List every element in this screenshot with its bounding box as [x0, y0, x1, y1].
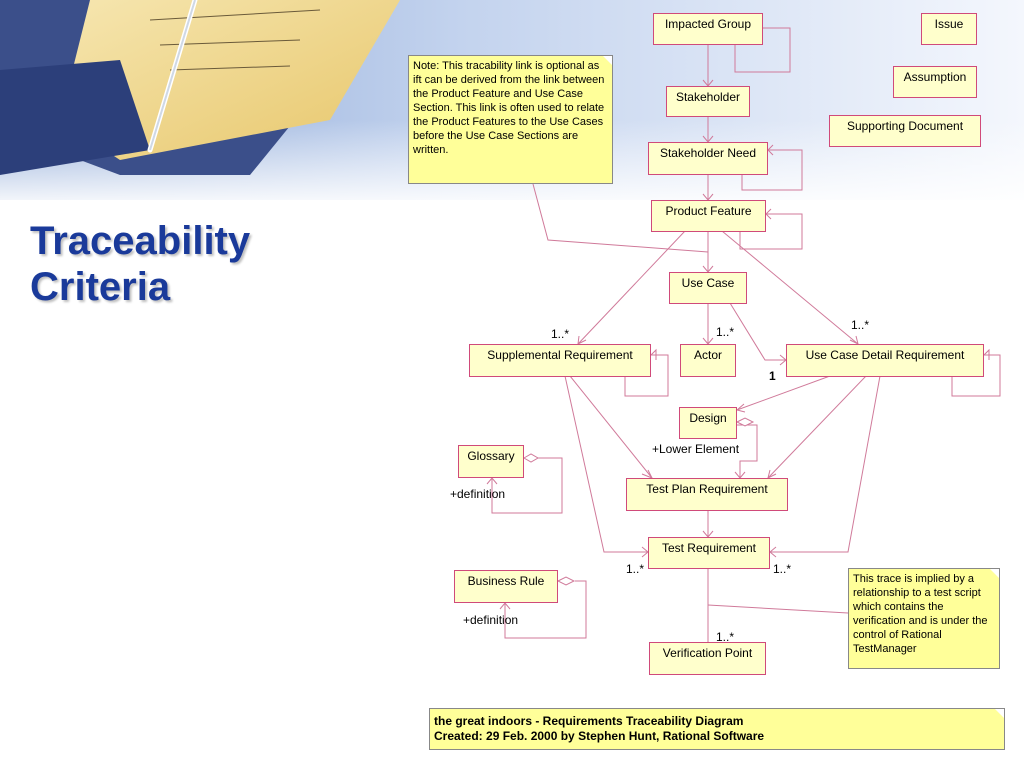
test-requirement-class: Test Requirement: [648, 537, 770, 569]
book-photo: [0, 0, 400, 175]
slide-title: Traceability Criteria: [30, 218, 250, 310]
multiplicity-test-left: 1..*: [626, 562, 645, 576]
multiplicity-ucdetail: 1..*: [851, 318, 870, 332]
business-rule-definition-label: +definition: [463, 613, 519, 627]
caption-line-2: Created: 29 Feb. 2000 by Stephen Hunt, R…: [434, 729, 765, 743]
design-class: Design: [679, 407, 737, 439]
diagram-caption: the great indoors - Requirements Traceab…: [429, 708, 1005, 750]
assumption-class: Assumption: [893, 66, 977, 98]
link-note: Note: This tracability link is optional …: [408, 55, 613, 184]
glossary-definition-label: +definition: [450, 487, 506, 501]
business-rule-class: Business Rule: [454, 570, 558, 603]
verification-point-class: Verification Point: [649, 642, 766, 675]
slide-title-line-2: Criteria: [30, 265, 171, 309]
lower-element-label: +Lower Element: [652, 442, 740, 456]
multiplicity-test-right: 1..*: [773, 562, 792, 576]
multiplicity-supplemental: 1..*: [551, 327, 570, 341]
use-case-detail-requirement-class: Use Case Detail Requirement: [786, 344, 984, 377]
glossary-aggregation-diamond: [522, 453, 540, 463]
glossary-class: Glossary: [458, 445, 524, 478]
multiplicity-verification: 1..*: [716, 630, 735, 644]
design-aggregation-diamond: [735, 417, 755, 427]
product-feature-class: Product Feature: [651, 200, 766, 232]
actor-class: Actor: [680, 344, 736, 377]
supplemental-requirement-class: Supplemental Requirement: [469, 344, 651, 377]
issue-class: Issue: [921, 13, 977, 45]
multiplicity-one-ucdetail: 1: [769, 369, 776, 383]
stakeholder-need-class: Stakeholder Need: [648, 142, 768, 175]
multiplicity-actor: 1..*: [716, 325, 735, 339]
use-case-class: Use Case: [669, 272, 747, 304]
supporting-document-class: Supporting Document: [829, 115, 981, 147]
caption-line-1: the great indoors - Requirements Traceab…: [434, 714, 744, 728]
test-plan-requirement-class: Test Plan Requirement: [626, 478, 788, 511]
trace-note: This trace is implied by a relationship …: [848, 568, 1000, 669]
slide-title-line-1: Traceability: [30, 219, 251, 263]
stakeholder-class: Stakeholder: [666, 86, 750, 117]
business-rule-aggregation-diamond: [556, 576, 576, 586]
impacted-group-class: Impacted Group: [653, 13, 763, 45]
